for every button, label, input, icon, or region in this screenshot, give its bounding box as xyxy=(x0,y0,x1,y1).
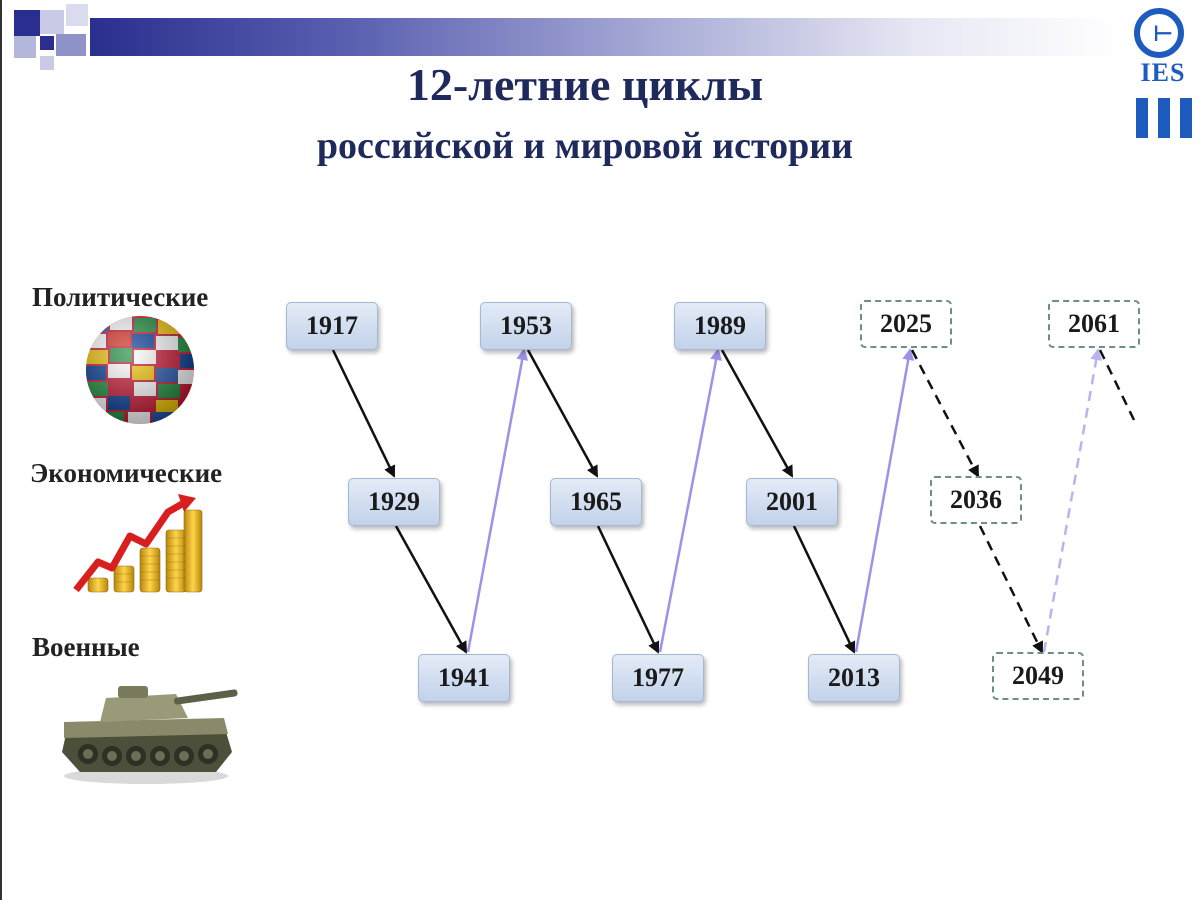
decor-square xyxy=(14,36,36,58)
ies-logo: ⊢ IES xyxy=(1128,6,1198,138)
decor-square xyxy=(14,10,40,36)
year-box-economic: 1965 xyxy=(550,478,642,526)
decor-square xyxy=(40,36,54,50)
year-box-economic-forecast: 2036 xyxy=(930,476,1022,524)
year-box-political-forecast: 2025 xyxy=(860,300,952,348)
arrow-2001-2013 xyxy=(792,525,856,654)
arrow-1929-1941 xyxy=(394,525,468,654)
title-line-1: 12-летние циклы xyxy=(406,59,764,110)
decor-square xyxy=(66,4,88,26)
year-box-political: 1989 xyxy=(674,302,766,350)
logo-ring-icon: ⊢ xyxy=(1134,8,1184,58)
year-box-military: 1941 xyxy=(418,654,510,702)
arrow-1965-1977 xyxy=(596,525,660,654)
arrow-2025-2036 xyxy=(910,349,980,478)
globe-flags-icon xyxy=(86,316,194,424)
arrow-2013-2025 xyxy=(854,348,915,653)
arrow-2036-2049 xyxy=(978,525,1044,654)
year-box-military: 2013 xyxy=(808,654,900,702)
year-box-military: 1977 xyxy=(612,654,704,702)
logo-mark-icon: ⊢ xyxy=(1153,22,1174,47)
slide-left-border xyxy=(0,0,2,900)
year-box-political: 1953 xyxy=(480,302,572,350)
arrow-2049-2061 xyxy=(1042,348,1103,653)
arrow-2061-continuation xyxy=(1098,349,1136,421)
growth-chart-coins-icon xyxy=(73,494,203,593)
category-label-political: Политические xyxy=(32,282,209,312)
decor-square xyxy=(56,34,86,56)
year-box-military-forecast: 2049 xyxy=(992,652,1084,700)
title-line-2: российской и мировой истории xyxy=(316,125,854,167)
logo-text: IES xyxy=(1140,58,1186,87)
year-box-economic: 2001 xyxy=(746,478,838,526)
arrow-1953-1965 xyxy=(526,349,599,478)
category-label-military: Военные xyxy=(32,632,140,662)
logo-bars-icon xyxy=(1136,98,1194,138)
arrow-1941-1953 xyxy=(466,348,529,653)
arrow-1917-1929 xyxy=(331,349,396,478)
header-decoration-band xyxy=(90,18,1120,56)
tank-icon xyxy=(62,686,238,784)
category-label-economic: Экономические xyxy=(30,458,223,488)
year-box-political-forecast: 2061 xyxy=(1048,300,1140,348)
year-box-economic: 1929 xyxy=(348,478,440,526)
decor-square xyxy=(40,10,64,34)
year-box-political: 1917 xyxy=(286,302,378,350)
arrow-1977-1989 xyxy=(658,348,723,653)
decor-square xyxy=(40,56,54,70)
arrow-1989-2001 xyxy=(720,349,794,478)
